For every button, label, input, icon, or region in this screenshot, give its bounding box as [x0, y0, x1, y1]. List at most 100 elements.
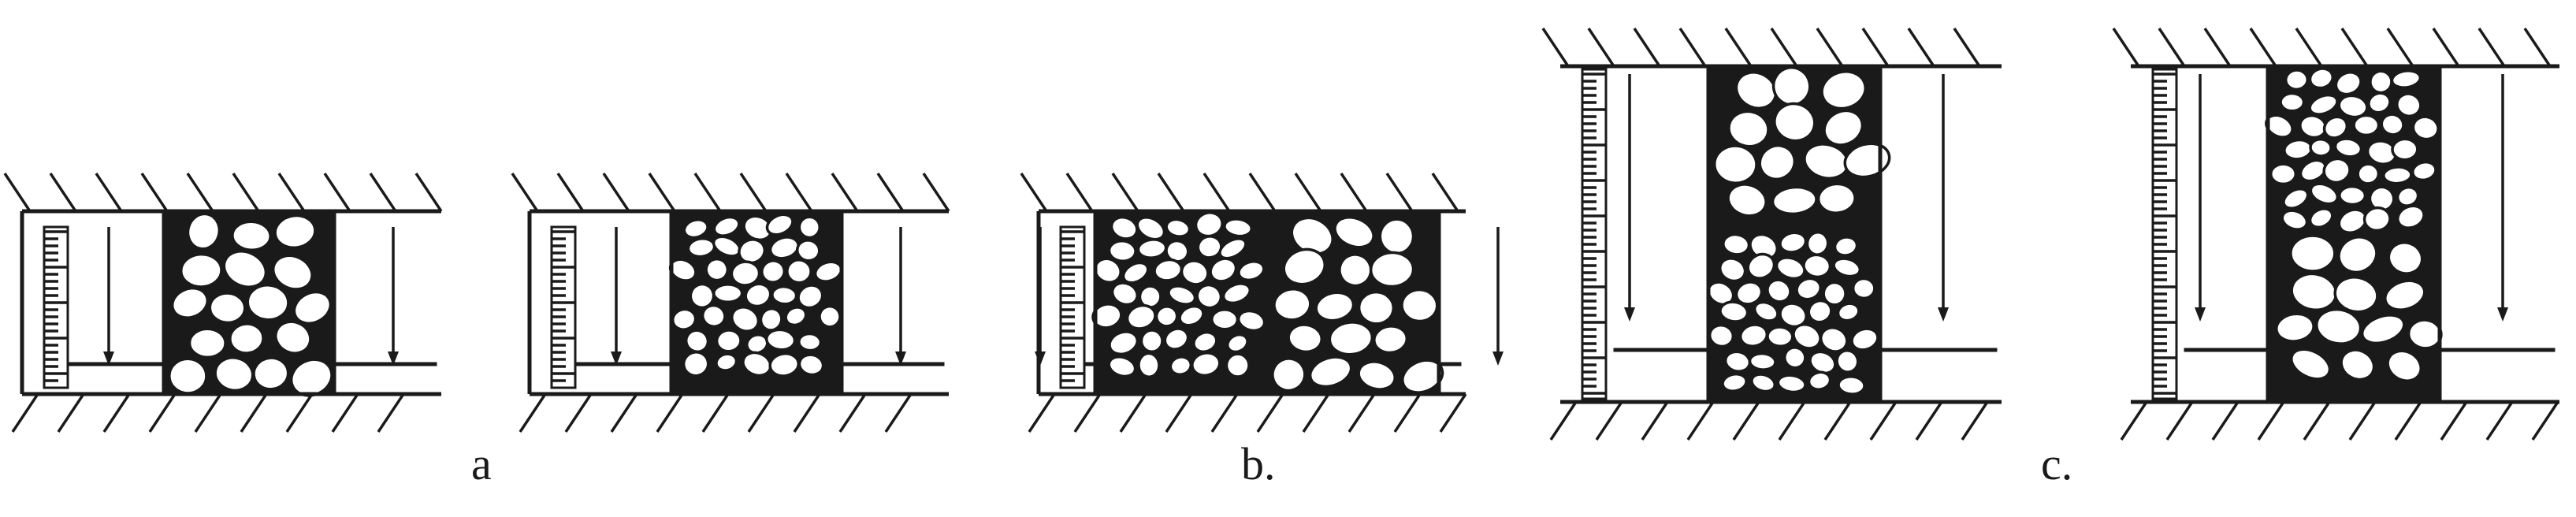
pebble	[1169, 355, 1193, 376]
top-hatch	[49, 173, 77, 212]
pebble	[1822, 281, 1847, 307]
pebble	[1107, 355, 1137, 378]
pebble	[1850, 327, 1879, 351]
pebble	[1748, 351, 1777, 371]
pebble	[715, 329, 742, 353]
flow-arrow-head	[2497, 307, 2508, 322]
sample-outline	[2266, 231, 2442, 404]
flow-arrow-head	[103, 351, 114, 366]
pebble	[2411, 160, 2437, 182]
pebble	[1837, 375, 1866, 396]
pebble	[786, 258, 812, 285]
bottom-hatch	[2440, 401, 2468, 441]
bottom-hatch	[1439, 393, 1467, 433]
pebble	[796, 239, 821, 262]
top-hatch	[95, 173, 123, 212]
pebble	[764, 328, 797, 351]
bottom-hatch	[1028, 393, 1056, 433]
bottom-hatch	[1778, 401, 1806, 441]
pebble	[1734, 71, 1778, 110]
bottom-hatch	[1641, 401, 1669, 441]
bottom-hatch	[1961, 401, 1989, 441]
pebble	[1766, 278, 1792, 303]
pebble	[2382, 166, 2413, 185]
pebble	[771, 285, 798, 306]
pebble	[1108, 330, 1139, 356]
pebble	[246, 284, 290, 322]
flow-arrow-head	[611, 351, 622, 366]
top-hatch	[1907, 28, 1935, 67]
pebble	[1357, 360, 1396, 391]
pebble	[1835, 348, 1860, 374]
pebble	[701, 303, 727, 329]
flow-arrow-head	[1492, 351, 1504, 366]
pebble	[1236, 309, 1266, 333]
top-hatch	[1816, 28, 1844, 67]
pebble	[1195, 283, 1223, 310]
pebble	[1819, 326, 1849, 353]
pebble	[229, 322, 265, 355]
pebble	[1136, 216, 1166, 241]
pebble	[1820, 70, 1867, 110]
pebble	[273, 214, 317, 250]
top-hatch	[414, 173, 443, 212]
pebble	[170, 286, 210, 319]
flow-arrow-head	[1938, 307, 1949, 322]
pebble	[1836, 302, 1860, 322]
pebble	[1226, 333, 1249, 354]
bottom-hatch	[57, 393, 85, 433]
pebble	[2284, 69, 2309, 91]
pebble	[2391, 137, 2419, 162]
pebble	[759, 307, 783, 332]
top-hatch	[1953, 28, 1981, 67]
pebble	[1192, 330, 1218, 354]
flow-arrow-head	[895, 351, 906, 366]
pebble	[1191, 351, 1221, 378]
sample-outline	[669, 209, 844, 396]
bottom-hatch	[1256, 393, 1284, 433]
pebble	[1139, 329, 1164, 354]
pebble	[1180, 259, 1210, 286]
bottom-hatch	[240, 393, 268, 433]
pebble	[252, 356, 290, 391]
flow-arrow-head	[388, 351, 399, 366]
pebble	[2384, 279, 2426, 311]
bottom-hatch	[2165, 401, 2194, 441]
pebble	[2289, 234, 2336, 273]
pebble	[1218, 237, 1247, 260]
top-hatch	[2249, 28, 2277, 67]
top-hatch	[2295, 28, 2323, 67]
top-hatch	[1248, 173, 1277, 212]
top-hatch	[922, 173, 950, 212]
top-hatch	[2158, 28, 2186, 67]
pebble	[1721, 372, 1748, 392]
pebble	[1833, 236, 1859, 257]
pebble	[1287, 323, 1323, 354]
pebble	[765, 213, 794, 236]
pebble	[274, 320, 312, 355]
pebble	[2280, 209, 2309, 231]
pebble	[271, 254, 314, 291]
pebble	[1816, 182, 1857, 214]
pebble	[2386, 349, 2422, 382]
top-hatch	[140, 173, 169, 212]
bottom-hatch	[564, 393, 593, 433]
pebble	[684, 329, 710, 354]
scale-ruler	[550, 225, 577, 389]
pebble	[1750, 373, 1776, 393]
bottom-hatch	[1165, 393, 1193, 433]
pebble	[1178, 304, 1205, 327]
bottom-hatch	[2303, 401, 2331, 441]
bottom-hatch	[1073, 393, 1102, 433]
pebble	[1719, 300, 1749, 323]
pebble	[1308, 355, 1353, 389]
pebble	[730, 260, 761, 287]
top-hatch	[186, 173, 214, 212]
pebble	[1718, 257, 1747, 283]
pebble	[2396, 204, 2425, 229]
top-hatch	[3, 173, 32, 212]
bottom-hatch	[884, 393, 913, 433]
pebble	[2387, 241, 2424, 275]
pebble	[682, 351, 710, 378]
pebble	[797, 215, 821, 240]
